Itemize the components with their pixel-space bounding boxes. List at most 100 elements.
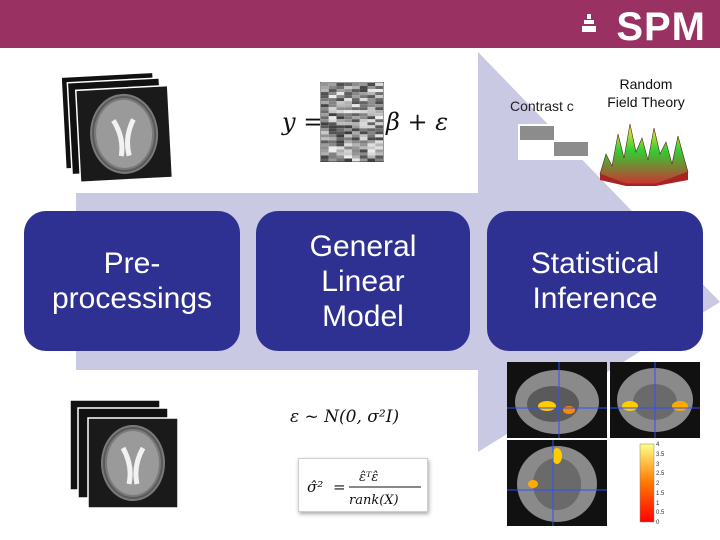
- design-matrix-cell: [367, 83, 376, 87]
- design-matrix-cell: [367, 134, 376, 138]
- design-matrix-cell: [359, 92, 368, 96]
- design-matrix-cell: [321, 101, 329, 105]
- design-matrix-cell: [321, 146, 329, 150]
- svg-text:ε̂ᵀε̂: ε̂ᵀε̂: [359, 470, 378, 485]
- design-matrix-cell: [375, 146, 383, 150]
- design-matrix-cell: [321, 92, 329, 96]
- design-matrix-cell: [375, 143, 383, 147]
- design-matrix-cell: [336, 152, 345, 156]
- design-matrix-cell: [344, 146, 352, 150]
- design-matrix-cell: [336, 113, 345, 117]
- rft-label: Random Field Theory: [607, 76, 685, 110]
- design-matrix-cell: [352, 122, 360, 126]
- design-matrix-cell: [344, 152, 352, 156]
- design-matrix-cell: [328, 86, 337, 90]
- random-field-surface: [599, 123, 689, 186]
- design-matrix-cell: [344, 95, 352, 99]
- design-matrix-cell: [321, 119, 329, 123]
- design-matrix-cell: [367, 98, 376, 102]
- design-matrix-cell: [352, 113, 360, 117]
- design-matrix-cell: [375, 92, 383, 96]
- design-matrix-cell: [344, 158, 352, 162]
- design-matrix-cell: [352, 146, 360, 150]
- design-matrix-cell: [375, 110, 383, 114]
- design-matrix-cell: [359, 101, 368, 105]
- design-matrix-cell: [352, 98, 360, 102]
- design-matrix-cell: [328, 107, 337, 111]
- design-matrix-cell: [352, 83, 360, 87]
- design-matrix-cell: [328, 116, 337, 120]
- design-matrix-cell: [375, 113, 383, 117]
- design-matrix-cell: [344, 98, 352, 102]
- design-matrix-cell: [359, 140, 368, 144]
- design-matrix-cell: [367, 119, 376, 123]
- design-matrix-cell: [328, 149, 337, 153]
- design-matrix-cell: [344, 86, 352, 90]
- design-matrix-cell: [359, 122, 368, 126]
- design-matrix-cell: [344, 149, 352, 153]
- design-matrix-cell: [352, 110, 360, 114]
- design-matrix-cell: [367, 92, 376, 96]
- design-matrix-cell: [336, 92, 345, 96]
- design-matrix-cell: [359, 89, 368, 93]
- design-matrix-cell: [321, 116, 329, 120]
- design-matrix-cell: [321, 122, 329, 126]
- design-matrix-cell: [375, 155, 383, 159]
- coronal-view: [610, 362, 700, 438]
- contrast-label: Contrast c: [510, 98, 574, 114]
- design-matrix-cell: [375, 86, 383, 90]
- design-matrix-cell: [321, 83, 329, 87]
- preprocessing-label: Pre- processings: [51, 247, 213, 315]
- design-matrix-cell: [328, 131, 337, 135]
- preprocessed-images-stack: [68, 398, 188, 519]
- design-matrix-cell: [336, 116, 345, 120]
- design-matrix-cell: [359, 146, 368, 150]
- svg-text:σ̂²: σ̂²: [307, 478, 323, 496]
- colorbar-tick-label: 2: [656, 481, 660, 487]
- design-matrix-cell: [375, 116, 383, 120]
- design-matrix-cell: [344, 113, 352, 117]
- glm-label: General Linear Model: [309, 229, 417, 333]
- colorbar-tick-label: 1.5: [656, 490, 665, 497]
- glm-box: General Linear Model: [256, 211, 470, 351]
- design-matrix-cell: [375, 107, 383, 111]
- design-matrix-cell: [352, 143, 360, 147]
- design-matrix-cell: [352, 89, 360, 93]
- contrast-vector: [518, 124, 590, 160]
- design-matrix-cell: [359, 155, 368, 159]
- colorbar-tick-label: 2.5: [656, 471, 665, 478]
- design-matrix-cell: [375, 158, 383, 162]
- colorbar-tick-label: 0.5: [656, 510, 665, 517]
- design-matrix-cell: [375, 137, 383, 141]
- design-matrix-cell: [336, 110, 345, 114]
- design-matrix-cell: [328, 140, 337, 144]
- design-matrix-cell: [344, 107, 352, 111]
- design-matrix-cell: [321, 134, 329, 138]
- colorbar-tick-label: 3: [656, 461, 660, 468]
- design-matrix-cell: [321, 137, 329, 141]
- design-matrix-cell: [359, 119, 368, 123]
- design-matrix-cell: [367, 137, 376, 141]
- design-matrix-cell: [359, 149, 368, 153]
- design-matrix-cell: [328, 101, 337, 105]
- preprocessing-box: Pre- processings: [24, 211, 240, 351]
- design-matrix-cell: [359, 116, 368, 120]
- svg-text:ε ~ N(0, σ²I): ε ~ N(0, σ²I): [290, 407, 399, 427]
- design-matrix-cell: [344, 131, 352, 135]
- design-matrix-cell: [328, 110, 337, 114]
- design-matrix-cell: [352, 119, 360, 123]
- design-matrix-cell: [359, 143, 368, 147]
- design-matrix-cell: [359, 125, 368, 129]
- svg-text:rank(X): rank(X): [349, 493, 399, 508]
- design-matrix-cell: [336, 104, 345, 108]
- design-matrix-cell: [344, 104, 352, 108]
- design-matrix-cell: [336, 128, 345, 132]
- design-matrix-cell: [328, 128, 337, 132]
- design-matrix-cell: [344, 140, 352, 144]
- colorbar-tick-label: 1: [656, 500, 660, 507]
- design-matrix-cell: [375, 98, 383, 102]
- design-matrix-cell: [336, 101, 345, 105]
- variance-equation: σ̂² = ε̂ᵀε̂ rank(X): [307, 470, 421, 508]
- design-matrix-cell: [367, 149, 376, 153]
- design-matrix-cell: [367, 143, 376, 147]
